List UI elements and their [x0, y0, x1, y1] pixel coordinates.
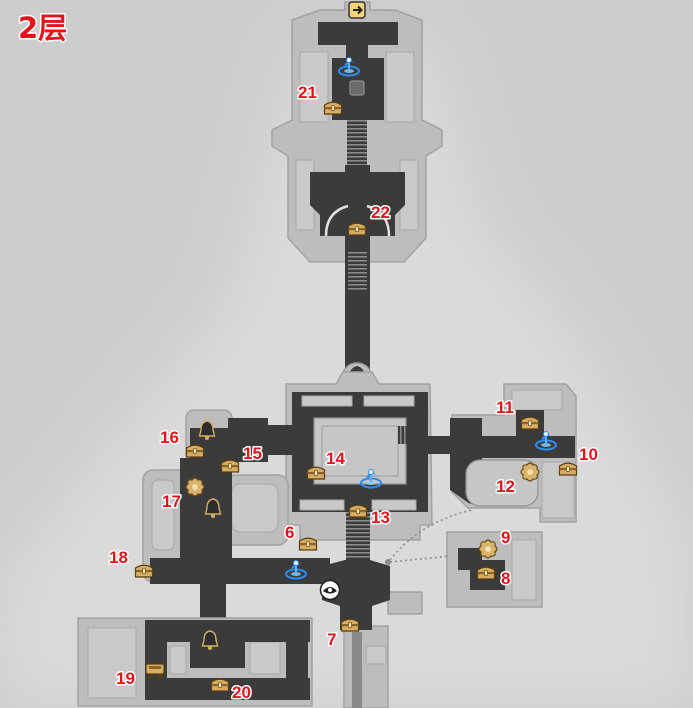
- marker-label: 21: [298, 83, 317, 102]
- marker-label: 14: [326, 449, 345, 468]
- marker-label: 20: [232, 683, 251, 702]
- upper-lower-chamber: [310, 165, 405, 236]
- treasure-chest-icon[interactable]: [347, 222, 367, 236]
- puzzle-icon[interactable]: [520, 462, 540, 482]
- central-hall: [285, 371, 433, 562]
- marker-label: 10: [579, 445, 598, 464]
- exit-icon[interactable]: [348, 1, 366, 19]
- marker-14[interactable]: 14: [306, 448, 347, 480]
- marker-7[interactable]: 7: [326, 618, 360, 651]
- south-atrium: [322, 560, 423, 708]
- marker-20[interactable]: 20: [210, 678, 252, 704]
- marker-label: 16: [160, 428, 179, 447]
- marker-label: 12: [496, 477, 515, 496]
- marker-19[interactable]: 19: [115, 663, 165, 690]
- npc-icon[interactable]: [319, 579, 341, 601]
- marker-13[interactable]: 13: [348, 504, 391, 529]
- west-wing: [142, 409, 330, 624]
- marker-18[interactable]: 18: [108, 547, 154, 578]
- marker-label: 19: [116, 669, 135, 688]
- upper-stairs: [347, 120, 367, 172]
- marker-9[interactable]: 9: [478, 527, 512, 559]
- treasure-chest-icon[interactable]: [185, 444, 205, 458]
- marker-label: 6: [285, 523, 294, 542]
- marker-label: 22: [371, 203, 390, 222]
- marker-16[interactable]: 16: [159, 427, 205, 458]
- main-corridor: [341, 236, 373, 394]
- marker-label: 9: [501, 528, 510, 547]
- treasure-chest-icon[interactable]: [476, 566, 496, 580]
- upper-hall: [271, 1, 443, 263]
- marker-label: 11: [496, 398, 514, 417]
- treasure-chest-icon[interactable]: [298, 537, 318, 551]
- treasure-chest-icon[interactable]: [134, 564, 154, 578]
- puzzle-icon[interactable]: [185, 477, 205, 497]
- marker-label: 7: [327, 630, 336, 649]
- marker-10[interactable]: 10: [558, 444, 599, 476]
- treasure-chest-icon[interactable]: [306, 466, 326, 480]
- marker-21[interactable]: 21: [297, 82, 343, 115]
- puzzle-icon[interactable]: [478, 539, 498, 559]
- marker-6[interactable]: 6: [284, 522, 318, 551]
- treasure-chest-icon[interactable]: [323, 101, 343, 115]
- treasure-chest-icon[interactable]: [558, 462, 578, 476]
- treasure-chest-icon[interactable]: [340, 618, 360, 632]
- treasure-chest-icon[interactable]: [210, 678, 230, 692]
- crest-icon: [349, 80, 365, 96]
- treasure-chest-icon[interactable]: [220, 459, 240, 473]
- marker-label: 17: [162, 492, 181, 511]
- treasure-chest-icon[interactable]: [348, 504, 368, 518]
- marker-label: 8: [501, 569, 510, 588]
- marker-15[interactable]: 15: [220, 443, 263, 473]
- treasure-chest-icon[interactable]: [520, 416, 540, 430]
- marker-12[interactable]: 12: [495, 462, 540, 498]
- marker-8[interactable]: 8: [476, 566, 512, 590]
- marker-label: 15: [243, 444, 262, 463]
- southwest-quarter: [77, 617, 313, 707]
- marker-22[interactable]: 22: [347, 202, 391, 236]
- marker-label: 18: [109, 548, 128, 567]
- central-courtyard: [313, 417, 407, 485]
- path-connector: [385, 509, 473, 565]
- floor-title: 2层: [18, 11, 67, 45]
- central-stairs: [346, 512, 370, 562]
- marker-17[interactable]: 17: [161, 477, 205, 513]
- marker-11[interactable]: 11: [495, 397, 540, 430]
- marker-label: 13: [371, 508, 390, 527]
